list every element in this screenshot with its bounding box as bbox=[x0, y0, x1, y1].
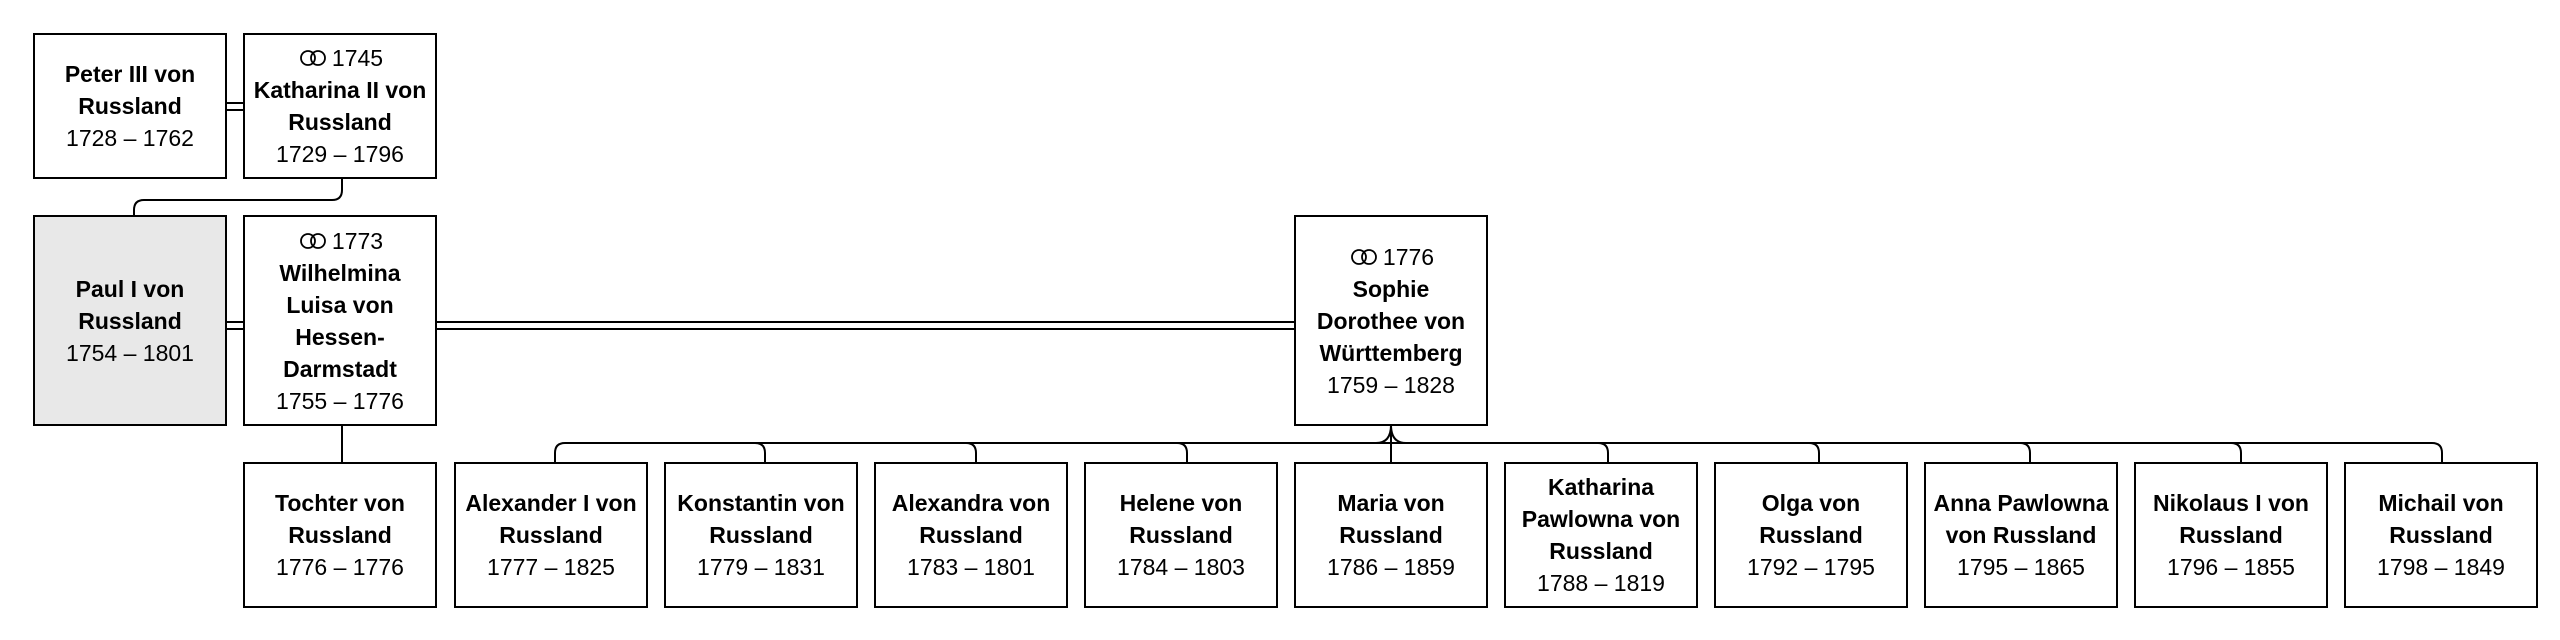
person-card-nikolaus-i: Nikolaus I von Russland 1796 – 1855 bbox=[2134, 462, 2328, 608]
person-card-maria: Maria von Russland 1786 – 1859 bbox=[1294, 462, 1488, 608]
person-card-anna-pawlowna: Anna Pawlowna von Russland 1795 – 1865 bbox=[1924, 462, 2118, 608]
person-dates: 1786 – 1859 bbox=[1327, 554, 1455, 580]
person-dates: 1795 – 1865 bbox=[1957, 554, 2085, 580]
person-name: Maria von Russland bbox=[1337, 490, 1445, 548]
person-card-olga: Olga von Russland 1792 – 1795 bbox=[1714, 462, 1908, 608]
person-name: Konstantin von Russland bbox=[677, 490, 845, 548]
person-name: Peter III von Russland bbox=[64, 61, 196, 119]
person-card-tochter: Tochter von Russland 1776 – 1776 bbox=[243, 462, 437, 608]
person-dates: 1788 – 1819 bbox=[1537, 570, 1665, 596]
person-dates: 1754 – 1801 bbox=[66, 339, 194, 366]
person-card-alexander-i: Alexander I von Russland 1777 – 1825 bbox=[454, 462, 648, 608]
person-card-konstantin: Konstantin von Russland 1779 – 1831 bbox=[664, 462, 858, 608]
person-name: Alexandra von Russland bbox=[891, 490, 1051, 548]
person-dates: 1779 – 1831 bbox=[697, 554, 825, 580]
person-name: Anna Pawlowna von Russland bbox=[1933, 490, 2109, 548]
person-name: Wilhelmina Luisa von Hessen-Darmstadt bbox=[279, 259, 401, 382]
wedding-rings-icon bbox=[1351, 248, 1377, 265]
person-dates: 1755 – 1776 bbox=[276, 387, 404, 414]
person-name: Tochter von Russland bbox=[275, 490, 405, 548]
person-card-katharina-ii: 1745 Katharina II von Russland 1729 – 17… bbox=[243, 33, 437, 179]
person-card-alexandra: Alexandra von Russland 1783 – 1801 bbox=[874, 462, 1068, 608]
person-dates: 1798 – 1849 bbox=[2377, 554, 2505, 580]
person-card-sophie-dorothee: 1776 Sophie Dorothee von Württemberg 175… bbox=[1294, 215, 1488, 426]
marriage-info: 1776 bbox=[1348, 241, 1434, 273]
person-name: Katharina Pawlowna von Russland bbox=[1521, 474, 1681, 564]
person-name: Paul I von Russland bbox=[75, 275, 185, 334]
person-name: Alexander I von Russland bbox=[465, 490, 637, 548]
person-dates: 1759 – 1828 bbox=[1327, 371, 1455, 398]
person-card-wilhelmina: 1773 Wilhelmina Luisa von Hessen-Darmsta… bbox=[243, 215, 437, 426]
marriage-year: 1745 bbox=[331, 45, 384, 71]
marriage-year: 1776 bbox=[1382, 243, 1435, 270]
wedding-rings-icon bbox=[300, 232, 326, 249]
person-dates: 1783 – 1801 bbox=[907, 554, 1035, 580]
person-card-katharina-pawlowna: Katharina Pawlowna von Russland 1788 – 1… bbox=[1504, 462, 1698, 608]
person-name: Katharina II von Russland bbox=[253, 77, 427, 135]
person-name: Michail von Russland bbox=[2378, 490, 2504, 548]
person-name: Olga von Russland bbox=[1759, 490, 1863, 548]
wedding-rings-icon bbox=[300, 50, 326, 66]
person-card-peter-iii: Peter III von Russland 1728 – 1762 bbox=[33, 33, 227, 179]
person-card-helene: Helene von Russland 1784 – 1803 bbox=[1084, 462, 1278, 608]
marriage-info: 1745 bbox=[297, 42, 383, 74]
person-dates: 1792 – 1795 bbox=[1747, 554, 1875, 580]
person-dates: 1784 – 1803 bbox=[1117, 554, 1245, 580]
person-name: Nikolaus I von Russland bbox=[2153, 490, 2309, 548]
person-dates: 1796 – 1855 bbox=[2167, 554, 2295, 580]
person-dates: 1728 – 1762 bbox=[66, 125, 194, 151]
marriage-info: 1773 bbox=[297, 225, 383, 257]
person-dates: 1776 – 1776 bbox=[276, 554, 404, 580]
marriage-year: 1773 bbox=[331, 227, 384, 254]
person-name: Helene von Russland bbox=[1119, 490, 1243, 548]
person-dates: 1777 – 1825 bbox=[487, 554, 615, 580]
person-dates: 1729 – 1796 bbox=[276, 141, 404, 167]
person-card-paul-i: Paul I von Russland 1754 – 1801 bbox=[33, 215, 227, 426]
person-card-michail: Michail von Russland 1798 – 1849 bbox=[2344, 462, 2538, 608]
person-name: Sophie Dorothee von Württemberg bbox=[1316, 275, 1466, 366]
